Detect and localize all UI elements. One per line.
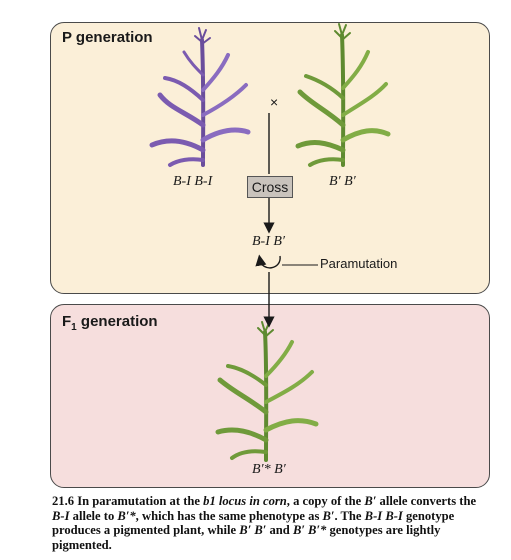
paramutation-arrow [255, 254, 281, 269]
figure-caption: 21.6 In paramutation at the b1 locus in … [52, 494, 477, 552]
paramutation-label: Paramutation [320, 256, 398, 271]
p-generation-panel [50, 22, 490, 294]
genotype-left-parent: B-I B-I [173, 174, 213, 189]
genotype-hybrid: B-I B′ [252, 234, 285, 249]
genotype-offspring: B′* B′ [252, 462, 286, 477]
f1-generation-panel [50, 304, 490, 488]
cross-symbol: × [270, 94, 279, 110]
purple-corn-plant [149, 27, 251, 167]
green-corn-plant-parent [295, 23, 391, 167]
genotype-right-parent: B′ B′ [329, 174, 356, 189]
green-corn-plant-offspring [215, 321, 319, 462]
cross-box: Cross [247, 176, 293, 198]
p-generation-title: P generation [62, 29, 153, 46]
f1-generation-title: F1 generation [62, 313, 158, 333]
